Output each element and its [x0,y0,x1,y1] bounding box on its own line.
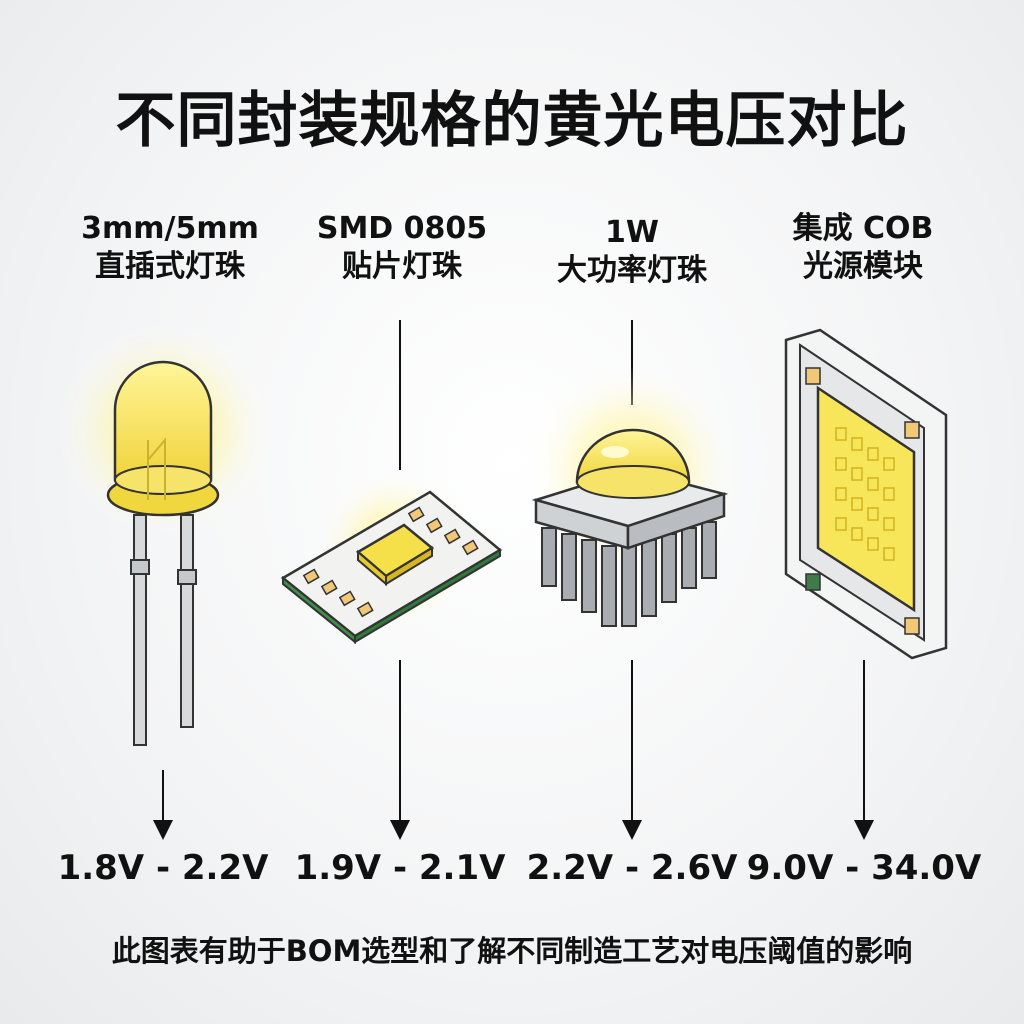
package-label-smd: SMD 0805 贴片灯珠 [282,210,522,286]
page-title: 不同封装规格的黄光电压对比 [115,86,909,156]
package-type: 直插式灯珠 [95,249,245,284]
cob-module-icon [784,328,948,660]
voltage-through-hole: 1.8V - 2.2V [57,848,269,888]
package-type: 大功率灯珠 [557,253,707,288]
voltage-arrows [153,660,874,840]
package-label-through-hole: 3mm/5mm 直插式灯珠 [50,210,290,286]
package-type: 光源模块 [803,249,923,284]
voltage-smd: 1.9V - 2.1V [294,848,506,888]
package-type: 贴片灯珠 [342,249,462,284]
footer-caption: 此图表有助于BOM选型和了解不同制造工艺对电压阈值的影响 [111,934,913,968]
package-label-high-power: 1W 大功率灯珠 [512,214,752,290]
smd-led-icon [280,320,503,645]
voltage-cob: 9.0V - 34.0V [746,848,982,888]
package-name: 3mm/5mm [81,211,259,246]
package-name: 集成 COB [792,211,934,246]
package-name: 1W [605,215,659,250]
high-power-led-icon [527,320,737,627]
package-label-cob: 集成 COB 光源模块 [743,210,983,286]
package-name: SMD 0805 [316,211,488,246]
voltage-high-power: 2.2V - 2.6V [526,848,738,888]
through-hole-led-icon [55,320,275,746]
